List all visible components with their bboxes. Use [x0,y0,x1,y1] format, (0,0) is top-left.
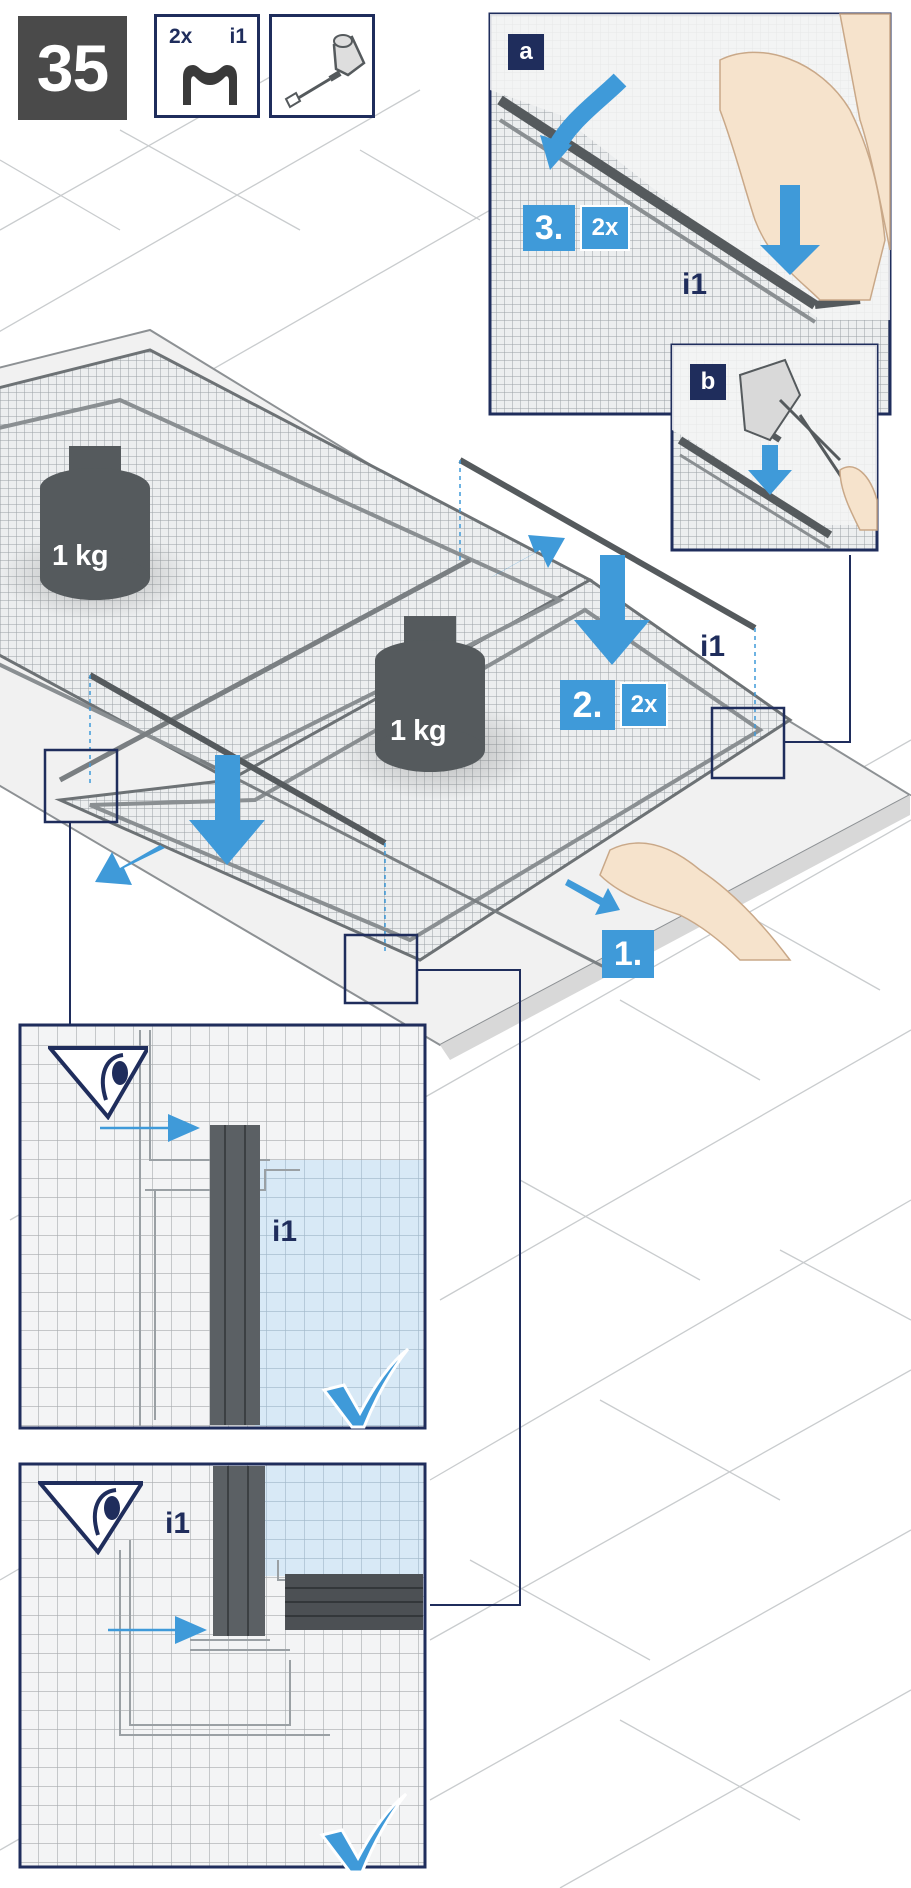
step-badge-2: 2. [560,680,615,730]
part-quantity: 2x [169,25,193,48]
hand-right [599,842,792,961]
part-label-i1: i1 [700,630,726,663]
part-label-i1: i1 [272,1215,298,1248]
part-label-i1: i1 [165,1507,191,1540]
part-label-i1: i1 [682,268,708,301]
step-number: 35 [18,16,127,120]
check-icon [321,1347,410,1429]
eye-icon [48,1046,148,1120]
weight-label: 1 kg [390,715,447,747]
mallet-icon-inset-b [738,358,842,462]
eye-icon [38,1481,143,1555]
step-badge-3: 3. [523,205,575,251]
check-icon [319,1792,408,1874]
tool-box [269,14,375,118]
weight-label: 1 kg [52,540,109,572]
clip-part-icon [183,65,237,105]
hand-inset-a [719,51,886,301]
part-id: i1 [229,25,247,48]
step-badge-1: 1. [602,930,654,978]
hammer-icon [284,34,366,109]
inset-label-a: a [508,34,544,70]
parts-box: 2x i1 [154,14,260,118]
weight-2 [375,616,485,772]
weight-1 [40,446,150,600]
step-badge-2-quantity: 2x [620,682,668,728]
inset-label-b: b [690,364,726,400]
step-badge-3-quantity: 2x [580,205,630,251]
